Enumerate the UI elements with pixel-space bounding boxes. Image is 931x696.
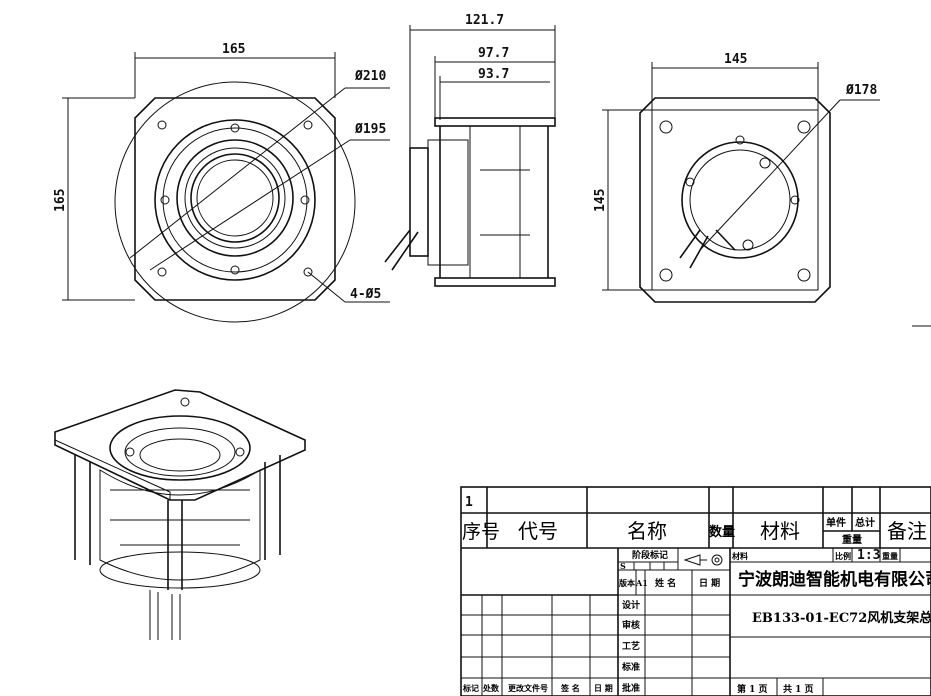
role-design: 设计 (622, 599, 640, 611)
dim-rear-height: 145 (593, 189, 608, 212)
name-label: 姓 名 (654, 577, 676, 589)
dim-rear-dia: Ø178 (845, 83, 877, 98)
dim-121-7: 121.7 (465, 13, 504, 28)
material-label: 材料 (732, 551, 748, 561)
stage-s: S (620, 561, 626, 571)
dim-height: 165 (53, 189, 68, 212)
header-code: 代号 (518, 519, 558, 543)
dim-holes: 4-Ø5 (350, 287, 381, 302)
rev-count: 处数 (482, 683, 500, 693)
header-weight: 重量 (842, 533, 862, 546)
scale-value: 1:3 (857, 548, 880, 563)
header-seq: 序号 (462, 521, 500, 543)
header-name: 名称 (627, 519, 667, 543)
version-label: 版本 (618, 578, 635, 588)
dim-97-7: 97.7 (478, 46, 509, 61)
pages-total: 共 1 页 (783, 683, 814, 695)
title-block: 1 序号 代号 名称 数量 材料 单件 总计 重量 备注 阶段标记 S 版本 A… (460, 486, 931, 696)
rev-date: 日 期 (594, 683, 613, 693)
rev-sign: 签 名 (560, 683, 580, 693)
version-value: A1 (635, 578, 648, 588)
role-review: 审核 (622, 619, 640, 631)
header-material: 材料 (760, 519, 800, 543)
scale-label: 比例 (835, 551, 851, 561)
dim-bolt-dia: Ø195 (354, 122, 386, 137)
stage-mark-label: 阶段标记 (632, 549, 668, 561)
dim-93-7: 93.7 (478, 67, 509, 82)
date-label: 日 期 (699, 577, 720, 589)
side-view: 121.7 97.7 93.7 (384, 13, 556, 287)
isometric-view (54, 389, 306, 640)
role-process: 工艺 (622, 640, 640, 652)
outer-circle (114, 81, 356, 323)
header-unit: 单件 (826, 516, 846, 529)
header-remarks: 备注 (887, 519, 927, 543)
mount-plate (134, 97, 336, 301)
bolt-holes (157, 120, 313, 277)
header-qty: 数量 (709, 524, 735, 540)
row-number: 1 (465, 495, 473, 510)
rev-doc: 更改文件号 (508, 683, 548, 693)
front-view: 165 165 Ø210 Ø195 4-Ø5 (53, 42, 390, 323)
drawing-title: EB133-01-EC72风机支架总装 (752, 610, 931, 626)
rear-view: 145 145 Ø178 (593, 52, 931, 327)
weight-label: 重量 (882, 551, 898, 561)
role-standard: 标准 (621, 661, 640, 673)
dim-width: 165 (222, 42, 245, 57)
dim-rear-width: 145 (724, 52, 747, 67)
page-number: 第 1 页 (737, 683, 768, 695)
company-name: 宁波朗迪智能机电有限公司 (738, 569, 931, 590)
header-total: 总计 (855, 516, 875, 529)
role-approve: 批准 (622, 682, 640, 694)
dim-outer-dia: Ø210 (354, 69, 386, 84)
rev-mark: 标记 (462, 683, 479, 693)
